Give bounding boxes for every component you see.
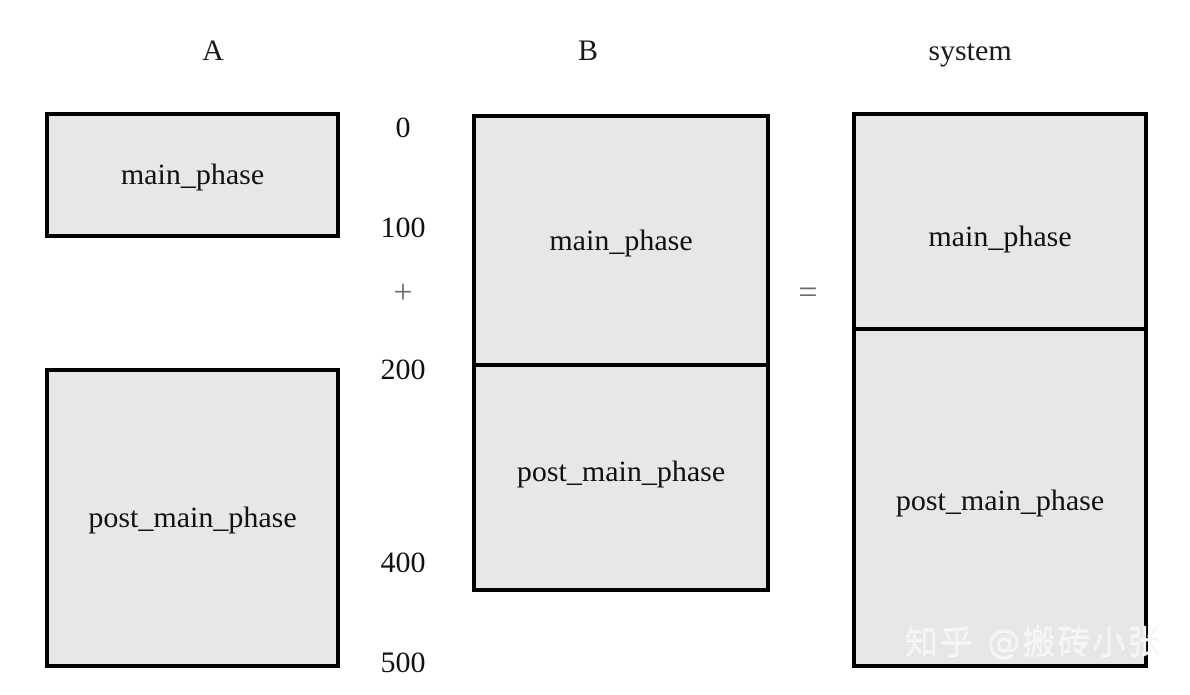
phase-box-a-post-main[interactable]: post_main_phase: [45, 368, 340, 668]
phase-box-b-post-main[interactable]: post_main_phase: [472, 364, 770, 592]
plus-operator-icon: +: [393, 274, 413, 311]
phase-box-system-main[interactable]: main_phase: [852, 112, 1148, 330]
phase-label-b-main: main_phase: [549, 224, 693, 257]
phase-label-system-main: main_phase: [928, 220, 1072, 253]
phase-box-system-post-main[interactable]: post_main_phase: [852, 328, 1148, 668]
timeline-tick-0: 0: [395, 111, 411, 144]
column-header-b: B: [577, 34, 598, 67]
phase-label-a-main: main_phase: [120, 158, 265, 191]
timeline-tick-500: 500: [380, 646, 426, 679]
equals-operator-icon: =: [798, 274, 818, 311]
column-header-a: A: [202, 34, 224, 67]
phase-label-b-post-main: post_main_phase: [516, 455, 726, 488]
timeline-tick-100: 100: [380, 211, 426, 244]
phase-box-b-main[interactable]: main_phase: [472, 114, 770, 366]
phase-box-a-main[interactable]: main_phase: [45, 112, 340, 238]
phase-label-system-post-main: post_main_phase: [895, 484, 1105, 517]
timeline-tick-400: 400: [380, 546, 426, 579]
column-header-system: system: [928, 34, 1012, 67]
timeline-tick-200: 200: [380, 353, 426, 386]
phase-label-a-post-main: post_main_phase: [88, 501, 297, 534]
